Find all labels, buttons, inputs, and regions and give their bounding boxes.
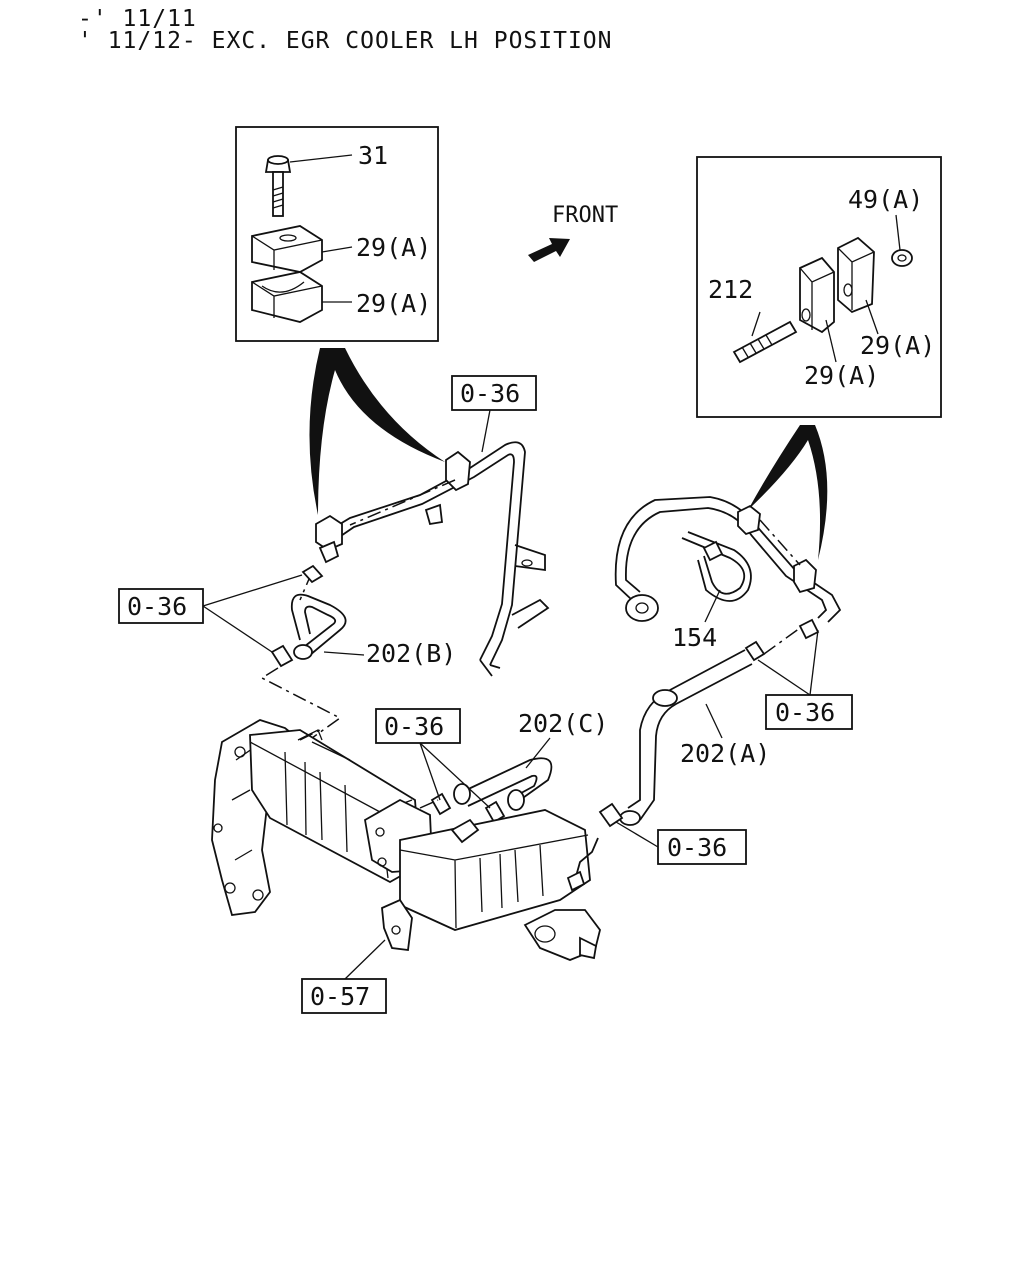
leader-29a-right-b xyxy=(825,319,837,363)
clamp-upper xyxy=(251,225,323,273)
ref-box-top xyxy=(451,375,537,411)
leader-ref-right-upper-a xyxy=(757,659,811,696)
centerline-to-cooler xyxy=(260,667,342,739)
ref-bottom: 0-57 xyxy=(310,982,370,1011)
centerline-cooler xyxy=(299,729,439,809)
egr-cooler xyxy=(211,719,601,961)
ref-right-upper: 0-36 xyxy=(775,698,835,727)
hose-202b xyxy=(290,593,347,660)
leader-31 xyxy=(289,154,353,163)
leader-ref-left-b xyxy=(202,605,273,653)
leader-202b xyxy=(323,651,365,656)
stud-212 xyxy=(732,320,798,364)
centerline-hose-a xyxy=(763,627,801,655)
leader-202c xyxy=(525,737,551,769)
ref-box-left xyxy=(118,588,204,624)
centerline-upper xyxy=(349,479,456,526)
leader-49a xyxy=(895,214,901,251)
label-202c: 202(C) xyxy=(518,709,608,738)
leader-ref-center-b xyxy=(419,742,491,809)
ref-box-center xyxy=(375,708,461,744)
header-line-1: -' 11/11 xyxy=(78,6,197,32)
leader-ref-left-a xyxy=(202,574,303,607)
detail-box-right xyxy=(696,156,942,418)
clip-lower-left xyxy=(270,644,294,668)
clip-upper-left xyxy=(301,564,324,584)
pipe-upper-right xyxy=(614,496,842,640)
label-212: 212 xyxy=(708,275,753,304)
leader-ref-right-lower xyxy=(615,821,659,848)
clamp-right-b xyxy=(837,236,875,314)
ref-center: 0-36 xyxy=(384,712,444,741)
hose-202a xyxy=(619,649,753,826)
pipe-upper-left xyxy=(315,441,550,677)
ref-box-right-upper xyxy=(765,694,853,730)
clamp-lower xyxy=(251,271,323,323)
leader-212 xyxy=(751,311,761,337)
label-29a-upper: 29(A) xyxy=(356,233,431,262)
ref-box-bottom xyxy=(301,978,387,1014)
leader-154 xyxy=(704,589,721,623)
leader-29a-right-a xyxy=(865,299,879,335)
clip-hose-a-top xyxy=(744,640,766,662)
label-202a: 202(A) xyxy=(680,739,770,768)
hose-202c xyxy=(453,757,553,811)
label-31: 31 xyxy=(358,141,388,170)
nut-49a xyxy=(891,249,913,267)
ref-box-right-lower xyxy=(657,829,747,865)
band-154 xyxy=(681,531,752,602)
label-29a-right-b: 29(A) xyxy=(804,361,879,390)
centerline-right-clamps xyxy=(759,519,801,566)
label-154: 154 xyxy=(672,623,717,652)
clamp-right-a xyxy=(799,256,835,334)
clip-center-right xyxy=(484,800,506,824)
leader-ref-right-upper-b xyxy=(809,629,819,696)
pointer-wedge-left xyxy=(309,348,445,515)
label-49a: 49(A) xyxy=(848,185,923,214)
bolt-31 xyxy=(264,155,292,217)
leader-202a xyxy=(705,703,723,739)
label-202b: 202(B) xyxy=(366,639,456,668)
clip-hose-a-bottom xyxy=(598,802,624,828)
front-label: FRONT xyxy=(552,203,618,228)
detail-box-left xyxy=(235,126,439,342)
label-29a-lower: 29(A) xyxy=(356,289,431,318)
leader-29a-upper xyxy=(321,246,353,253)
front-arrow-icon xyxy=(528,238,570,262)
label-29a-right-a: 29(A) xyxy=(860,331,935,360)
clip-center-left xyxy=(430,792,452,816)
leader-ref-bottom xyxy=(344,939,386,980)
ref-top: 0-36 xyxy=(460,379,520,408)
ref-right-lower: 0-36 xyxy=(667,833,727,862)
header-line-2: ' 11/12- EXC. EGR COOLER LH POSITION xyxy=(78,28,613,54)
pointer-wedge-right xyxy=(748,425,828,560)
leader-ref-center-a xyxy=(419,742,441,801)
leader-ref-top xyxy=(481,409,491,453)
ref-left: 0-36 xyxy=(127,592,187,621)
